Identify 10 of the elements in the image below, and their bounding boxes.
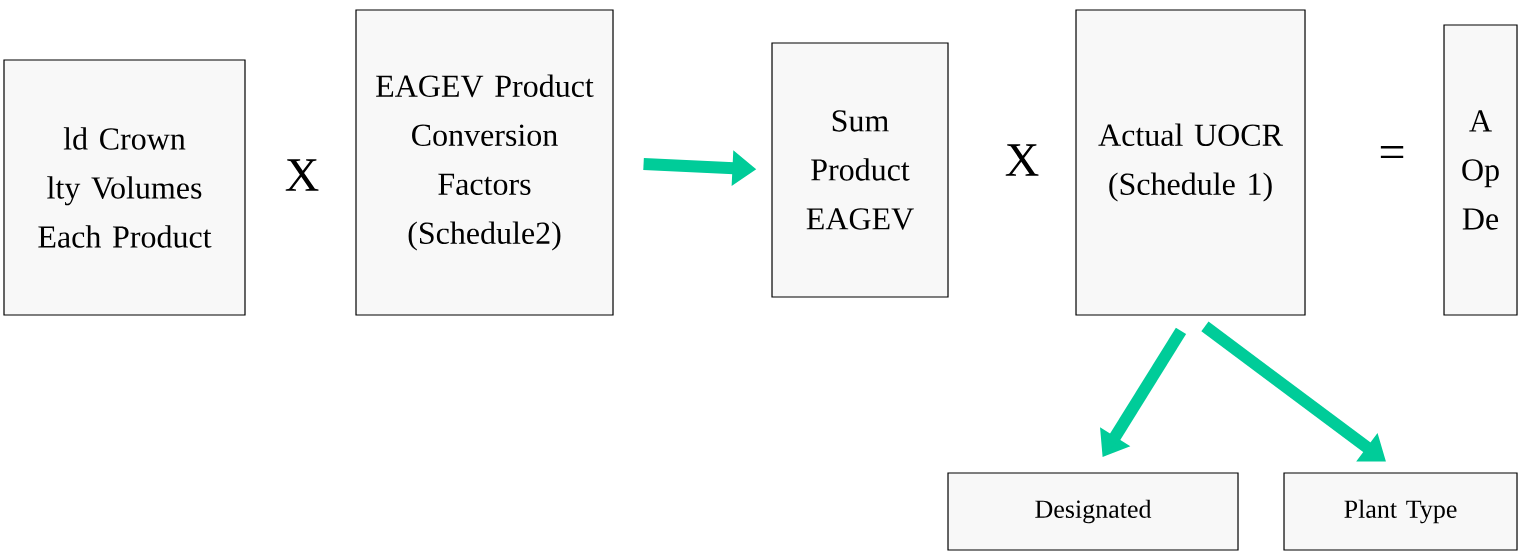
operator-sign: = <box>1380 146 1404 159</box>
operator-sign: X <box>285 159 319 191</box>
process-box: Plant Type <box>1283 472 1518 551</box>
process-box: EAGEV Product Conversion Factors (Schedule2) <box>355 9 614 316</box>
operator-sign: X <box>1005 144 1039 176</box>
process-box: A Op De <box>1443 24 1518 316</box>
process-box: Sum Product EAGEV <box>771 42 949 298</box>
process-box: ld Crown lty Volumes Each Product <box>3 59 246 316</box>
process-box: Designated <box>947 472 1239 551</box>
process-box: Actual UOCR (Schedule 1) <box>1075 9 1306 316</box>
